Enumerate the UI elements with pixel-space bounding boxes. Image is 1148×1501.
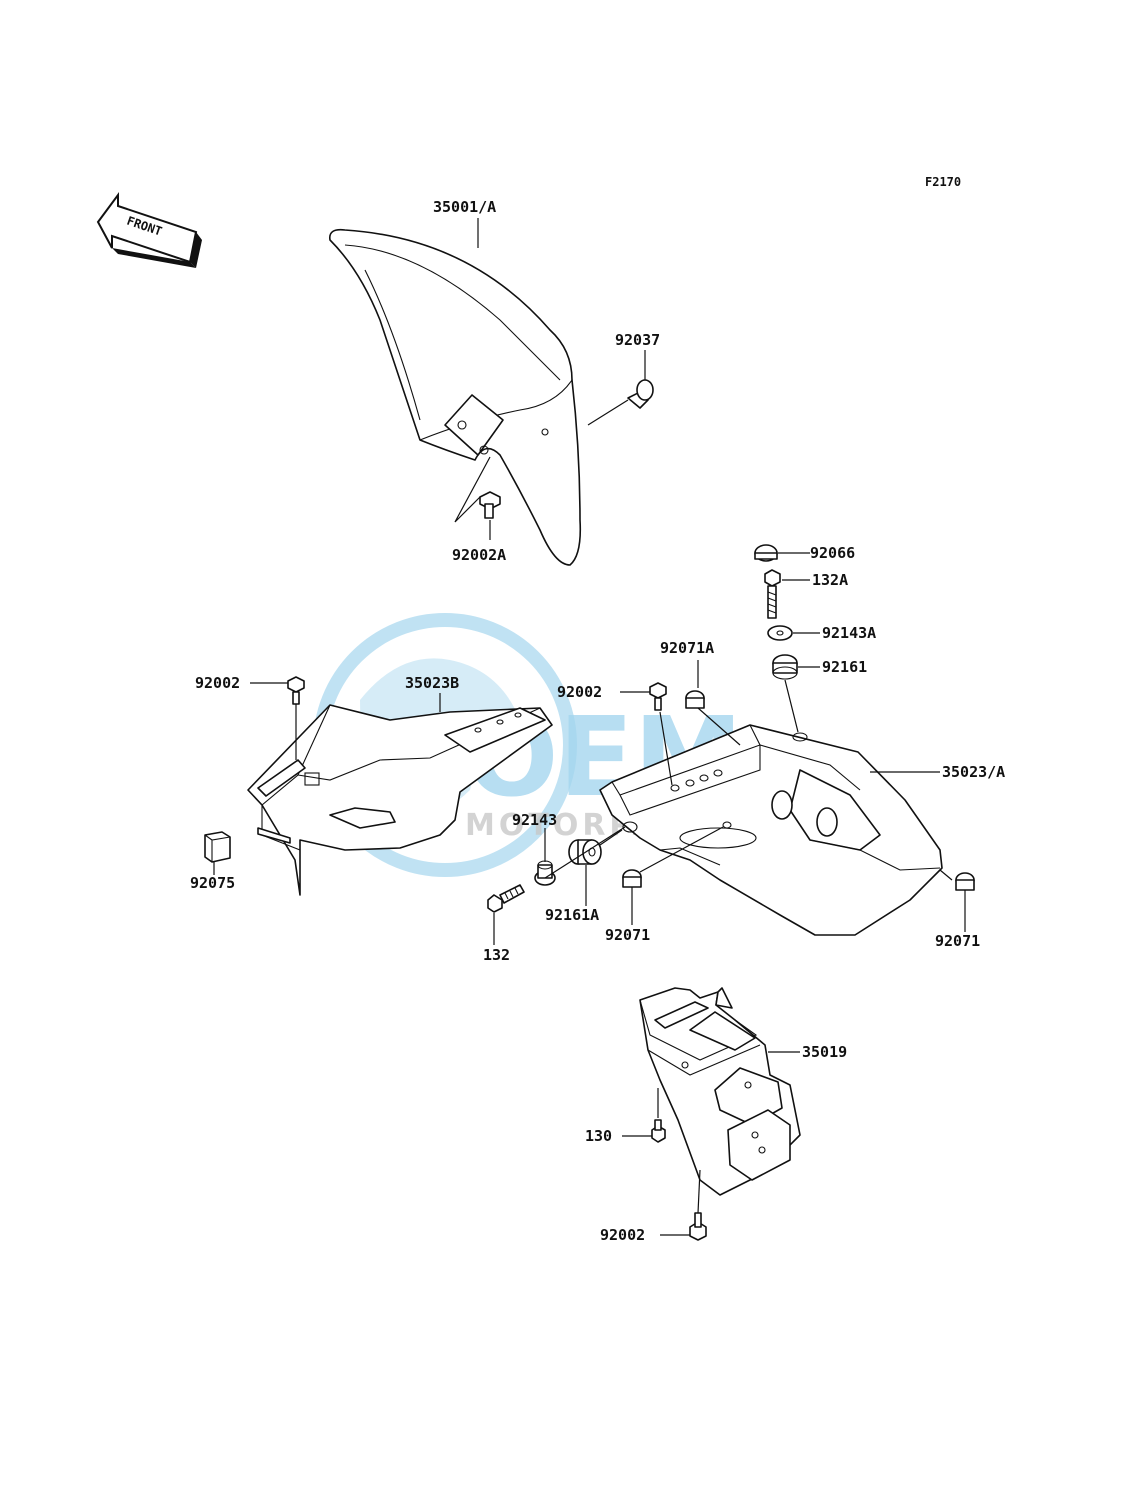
nut-92071a bbox=[685, 690, 705, 709]
bolt-92002-rear bbox=[649, 682, 667, 711]
pad-92075 bbox=[204, 831, 231, 863]
bolt-132 bbox=[487, 884, 525, 913]
label-92071-right: 92071 bbox=[935, 932, 980, 950]
label-92161a: 92161A bbox=[545, 906, 599, 924]
grommet-92161a bbox=[568, 839, 602, 865]
label-92002-inner: 92002 bbox=[195, 674, 240, 692]
label-92071a: 92071A bbox=[660, 639, 714, 657]
nut-92071-center bbox=[622, 869, 642, 888]
label-130: 130 bbox=[585, 1127, 612, 1145]
label-132a: 132A bbox=[812, 571, 848, 589]
collar-92143a bbox=[767, 625, 793, 641]
rear-fender bbox=[599, 724, 943, 936]
inner-fender bbox=[247, 704, 553, 896]
label-92071-center: 92071 bbox=[605, 926, 650, 944]
label-92002-rear: 92002 bbox=[557, 683, 602, 701]
rear-flap bbox=[639, 987, 801, 1196]
label-35001a: 35001/A bbox=[433, 198, 496, 216]
bolt-92002-flap bbox=[689, 1212, 707, 1241]
bolt-92002-inner bbox=[287, 676, 305, 705]
bolt-130 bbox=[651, 1119, 666, 1143]
label-35023b: 35023B bbox=[405, 674, 459, 692]
front-arrow-icon: FRONT bbox=[96, 191, 202, 268]
label-35019: 35019 bbox=[802, 1043, 847, 1061]
label-132: 132 bbox=[483, 946, 510, 964]
label-92002a: 92002A bbox=[452, 546, 506, 564]
figure-code: F2170 bbox=[925, 175, 961, 189]
label-92066: 92066 bbox=[810, 544, 855, 562]
label-92075: 92075 bbox=[190, 874, 235, 892]
nut-92071-right bbox=[955, 872, 975, 891]
leader-lines bbox=[213, 218, 966, 1236]
label-35023a: 35023/A bbox=[942, 763, 1005, 781]
label-92143a: 92143A bbox=[822, 624, 876, 642]
cap-92066 bbox=[754, 544, 778, 562]
bolt-92002a bbox=[479, 491, 501, 519]
label-92143: 92143 bbox=[512, 811, 557, 829]
grommet-92161 bbox=[772, 654, 798, 680]
front-fender bbox=[328, 228, 582, 566]
label-92037: 92037 bbox=[615, 331, 660, 349]
clamp-92037 bbox=[627, 379, 654, 409]
bolt-132a bbox=[764, 569, 781, 619]
label-92002-flap: 92002 bbox=[600, 1226, 645, 1244]
label-92161: 92161 bbox=[822, 658, 867, 676]
